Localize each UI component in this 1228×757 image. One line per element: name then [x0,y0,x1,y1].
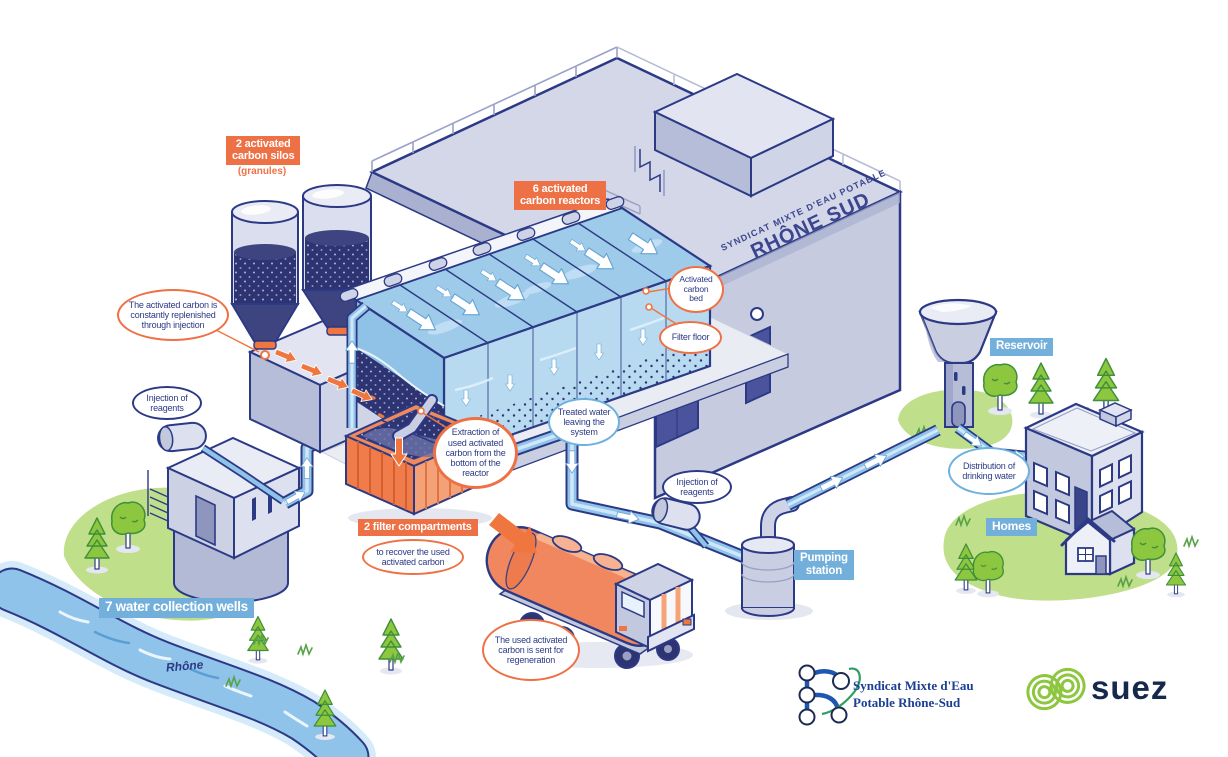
label-carbon-reactors-line2: carbon reactors [520,195,601,208]
water-tower [918,298,998,428]
bubble-injection-left: Injection of reagents [132,386,202,420]
rim-rollers [339,196,625,302]
leader-lines [215,287,679,429]
label-collection-wells: 7 water collection wells [99,598,254,618]
bubble-filter-floor: Filter floor [659,321,722,354]
house-small [1060,509,1136,576]
bubble-regeneration: The used activated carbon is sent for re… [482,619,580,681]
river [0,561,376,757]
label-carbon-silos: 2 activated carbon silos [226,136,301,166]
big-orange-arrow [489,513,537,553]
syndicat-logo-line2: Potable Rhône-Sud [853,695,961,711]
label-filter-compartments: 2 filter compartments [358,519,478,537]
label-carbon-reactors-line1: 6 activated [532,183,588,195]
suez-logo-text: suez [1091,669,1169,706]
houses [1023,402,1145,576]
reagent-tank-left [157,421,207,453]
suez-logo-swirl [1026,667,1086,711]
bubble-distribution: Distribution of drinking water [948,447,1030,495]
bubble-replenish: The activated carbon is constantly reple… [117,289,229,341]
bubble-filter-sub: to recover the used activated carbon [362,539,464,575]
syndicat-logo-text: Syndicat Mixte d'Eau Potable Rhône-Sud [853,677,974,711]
label-reservoir: Reservoir [990,338,1054,356]
bubble-carbon-bed: Activated carbon bed [668,266,724,313]
label-pumping-line1: Pumping [800,552,848,564]
bubble-extraction: Extraction of used activated carbon from… [433,417,518,489]
carbon-speckles-front [444,336,710,458]
bubble-injection-right: Injection of reagents [662,470,732,504]
label-homes: Homes [986,518,1038,537]
label-carbon-reactors: 6 activated carbon reactors [514,181,607,211]
pumping-station [725,424,941,620]
label-pumping-line2: station [805,564,843,577]
label-granules: (granules) [237,166,287,177]
carbon-silos [230,184,373,360]
bubble-treated-water: Treated water leaving the system [548,398,620,446]
label-pumping-station: Pumping station [794,550,854,581]
label-carbon-silos-line1: 2 activated [235,138,291,150]
silo-back [301,184,373,336]
porthole-window [750,307,764,321]
syndicat-logo [798,664,861,726]
injection-point-dot [260,350,270,360]
windows [1033,453,1132,525]
label-carbon-silos-line2: carbon silos [232,150,295,163]
silo-front [230,200,300,360]
syndicat-logo-line1: Syndicat Mixte d'Eau [853,678,974,693]
